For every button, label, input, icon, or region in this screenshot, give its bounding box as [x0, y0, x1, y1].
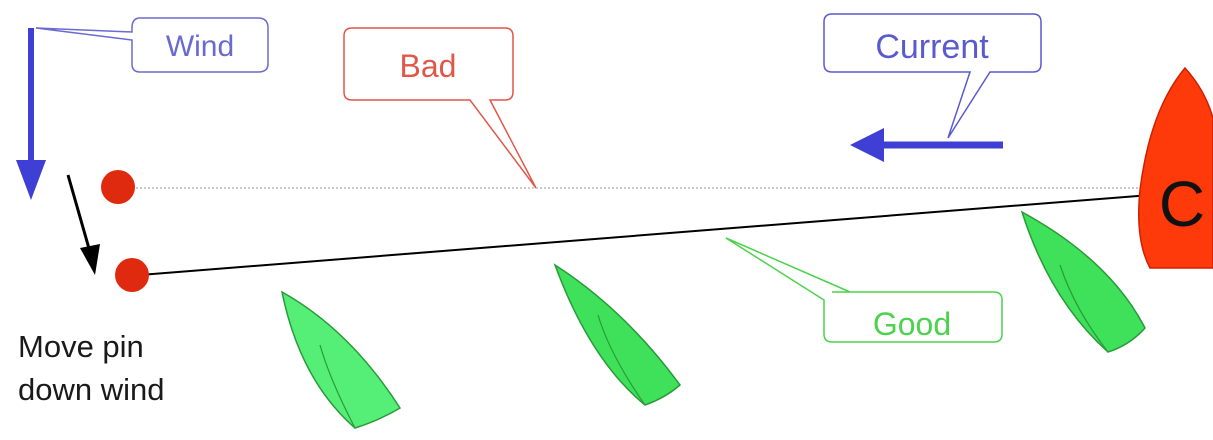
- move-pin-line1: Move pin: [18, 329, 144, 364]
- wind-label: Wind: [166, 30, 234, 63]
- wind-callout: Wind: [35, 17, 269, 73]
- sailboat-icon: [553, 263, 682, 406]
- wind-arrow-icon: [16, 28, 46, 200]
- sailboat-icon: [280, 290, 402, 429]
- sailboat-icon: [1020, 210, 1146, 353]
- diagonal-arrow-icon: [66, 174, 100, 275]
- current-label: Current: [875, 28, 989, 66]
- bad-label: Bad: [400, 48, 457, 84]
- current-arrow-icon: [850, 128, 1003, 162]
- move-pin-caption: Move pin down wind: [18, 329, 164, 407]
- pin-buoy-original: [101, 170, 135, 204]
- current-callout: Current: [823, 13, 1042, 139]
- bad-callout: Bad: [343, 27, 537, 189]
- move-pin-line2: down wind: [18, 372, 164, 407]
- good-start-line: [139, 194, 1151, 276]
- committee-boat-label: C: [1159, 168, 1205, 240]
- committee-boat: C: [1138, 66, 1213, 269]
- good-label: Good: [873, 306, 951, 342]
- pin-buoy-moved: [115, 258, 149, 292]
- good-callout: Good: [725, 237, 1003, 343]
